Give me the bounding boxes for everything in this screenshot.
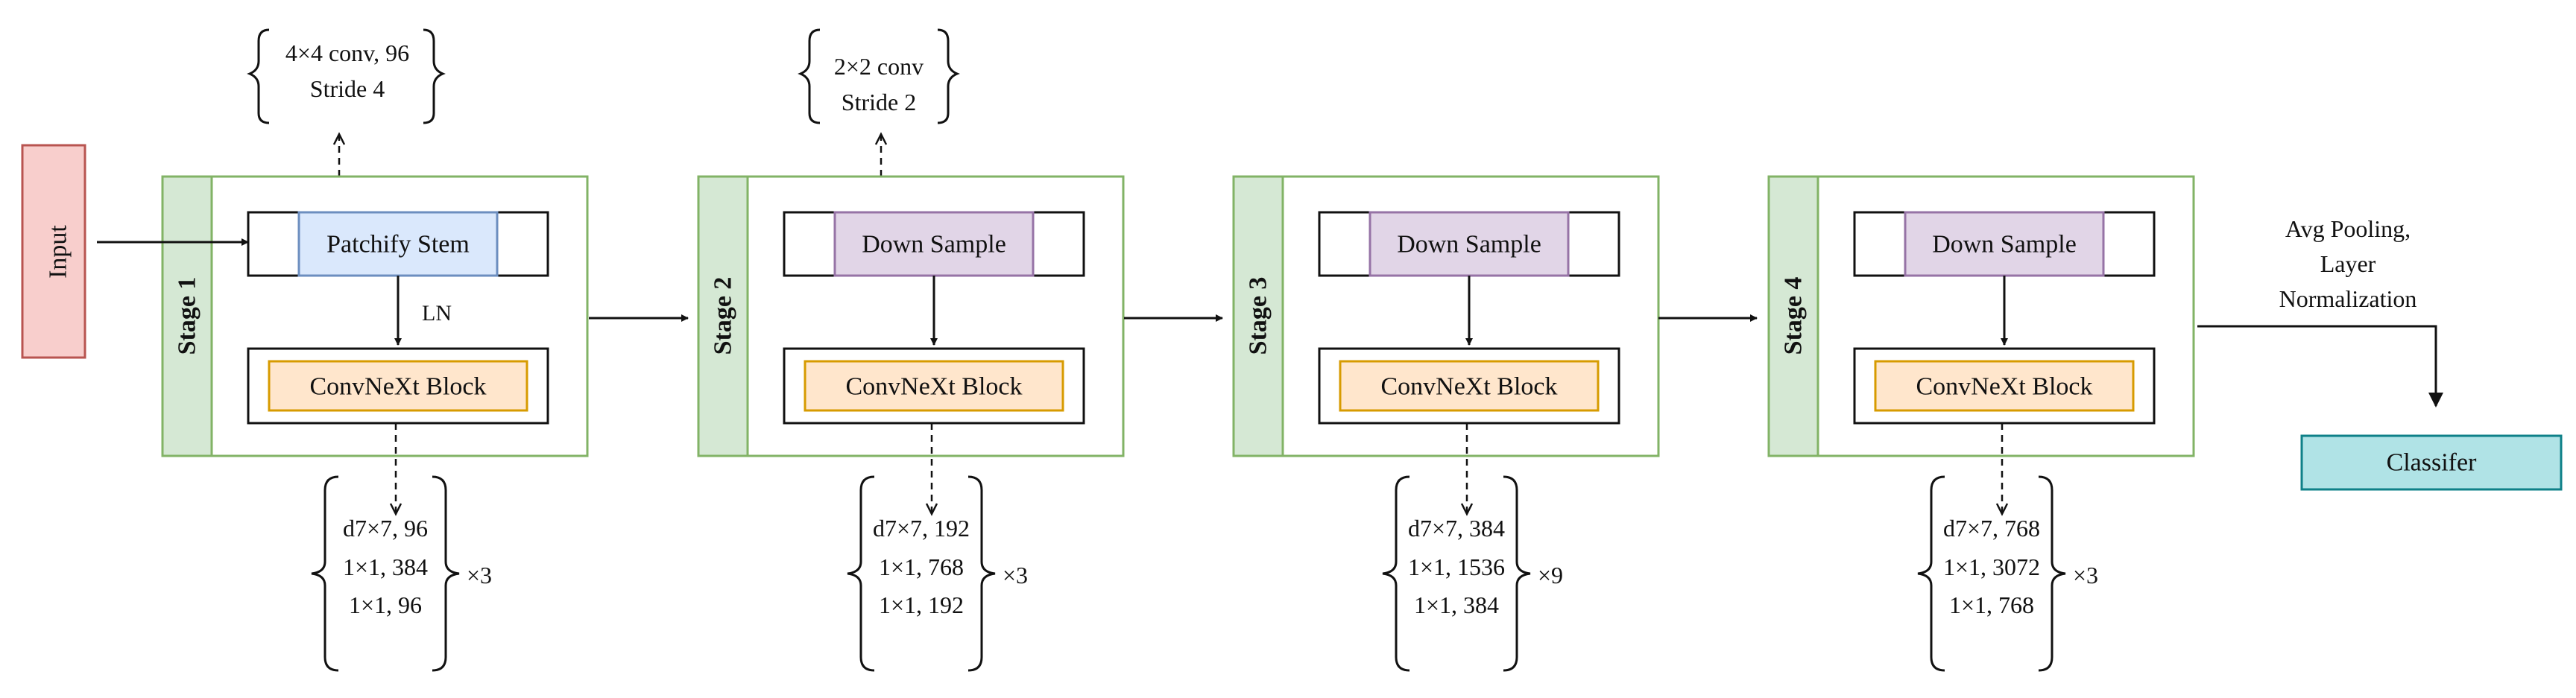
block-spec-line-2: 1×1, 3072 [1943, 553, 2040, 580]
convnext-block-box [268, 360, 528, 412]
downsample-spec-line-2: Stride 2 [842, 89, 916, 115]
stage-label-bar [697, 175, 749, 457]
down-sample-label: Down Sample [1397, 231, 1541, 258]
block-spec-left-brace [1917, 475, 1945, 672]
convnext-block-label: ConvNeXt Block [309, 373, 486, 401]
down-sample-box [1368, 211, 1570, 277]
convnext-block-label: ConvNeXt Block [1916, 373, 2092, 401]
stage-label: Stage 3 [1245, 277, 1272, 355]
downsample-spec: 2×2 conv Stride 2 [798, 28, 960, 124]
block-spec-line-3: 1×1, 96 [349, 591, 422, 618]
block-spec: d7×7, 192 1×1, 768 1×1, 192 ×3 [847, 475, 1028, 672]
block-spec-line-1: d7×7, 96 [343, 515, 428, 542]
classifier-label: Classifer [2387, 449, 2478, 477]
stage-label: Stage 2 [710, 277, 737, 355]
block-repeat-count: ×3 [467, 562, 492, 588]
block-repeat-count: ×3 [1003, 562, 1028, 588]
stage4-to-classifier-arrow [2197, 325, 2443, 407]
block-spec-right-brace [2038, 475, 2066, 672]
block-spec-right-brace [1503, 475, 1531, 672]
downsample-spec-line-1: 2×2 conv [834, 53, 924, 80]
stem-spec-line-1: 4×4 conv, 96 [285, 39, 409, 66]
head-label-line-2: Layer [2320, 250, 2376, 277]
stage-label: Stage 4 [1780, 277, 1808, 355]
input-node: Input [21, 144, 86, 359]
block-spec-line-1: d7×7, 384 [1408, 515, 1505, 542]
block-spec-right-brace [967, 475, 996, 672]
downsample-spec-right-brace [937, 28, 960, 124]
stage-label-bar [161, 175, 213, 457]
block-spec-line-2: 1×1, 768 [879, 553, 964, 580]
stem-spec-left-brace [247, 28, 270, 124]
stem-spec-right-brace [423, 28, 446, 124]
block-spec-line-3: 1×1, 768 [1949, 591, 2034, 618]
block-spec-line-1: d7×7, 768 [1943, 515, 2040, 542]
block-spec-line-3: 1×1, 384 [1414, 591, 1499, 618]
block-spec-line-3: 1×1, 192 [879, 591, 964, 618]
block-spec-left-brace [311, 475, 339, 672]
downsample-spec-left-brace [798, 28, 821, 124]
convnext-block-label: ConvNeXt Block [845, 373, 1022, 401]
block-spec-line-1: d7×7, 192 [873, 515, 970, 542]
block-spec: d7×7, 96 1×1, 384 1×1, 96 ×3 [311, 475, 492, 672]
down-sample-box [833, 211, 1035, 277]
block-spec-left-brace [1382, 475, 1410, 672]
block-spec-line-2: 1×1, 384 [343, 553, 428, 580]
block-spec-line-2: 1×1, 1536 [1408, 553, 1505, 580]
stage-label: Stage 1 [174, 277, 201, 355]
head-label-line-3: Normalization [2279, 285, 2417, 312]
down-sample-label: Down Sample [862, 231, 1006, 258]
stage-label-bar [1232, 175, 1284, 457]
block-spec: d7×7, 768 1×1, 3072 1×1, 768 ×3 [1917, 475, 2098, 672]
stem-spec: 4×4 conv, 96 Stride 4 [247, 28, 446, 124]
stem-spec-line-2: Stride 4 [310, 75, 385, 102]
patchify-stem-box [297, 211, 499, 277]
stage-label-bar [1767, 175, 1819, 457]
convnext-block-label: ConvNeXt Block [1380, 373, 1557, 401]
head: Avg Pooling, Layer Normalization Classif… [2197, 215, 2563, 491]
convnext-block-box [804, 360, 1064, 412]
down-sample-box [1904, 211, 2105, 277]
block-repeat-count: ×9 [1538, 562, 1563, 588]
block-spec-right-brace [432, 475, 460, 672]
layer-norm-label: LN [422, 301, 452, 326]
input-label: Input [45, 225, 72, 279]
convnext-block-box [1339, 360, 1600, 412]
block-spec: d7×7, 384 1×1, 1536 1×1, 384 ×9 [1382, 475, 1563, 672]
block-spec-left-brace [847, 475, 875, 672]
patchify-stem-label: Patchify Stem [326, 231, 470, 258]
input-box [21, 144, 86, 359]
convnext-block-box [1874, 360, 2135, 412]
classifier-box [2300, 434, 2563, 491]
head-label-line-1: Avg Pooling, [2285, 215, 2411, 242]
down-sample-label: Down Sample [1932, 231, 2077, 258]
block-repeat-count: ×3 [2073, 562, 2098, 588]
